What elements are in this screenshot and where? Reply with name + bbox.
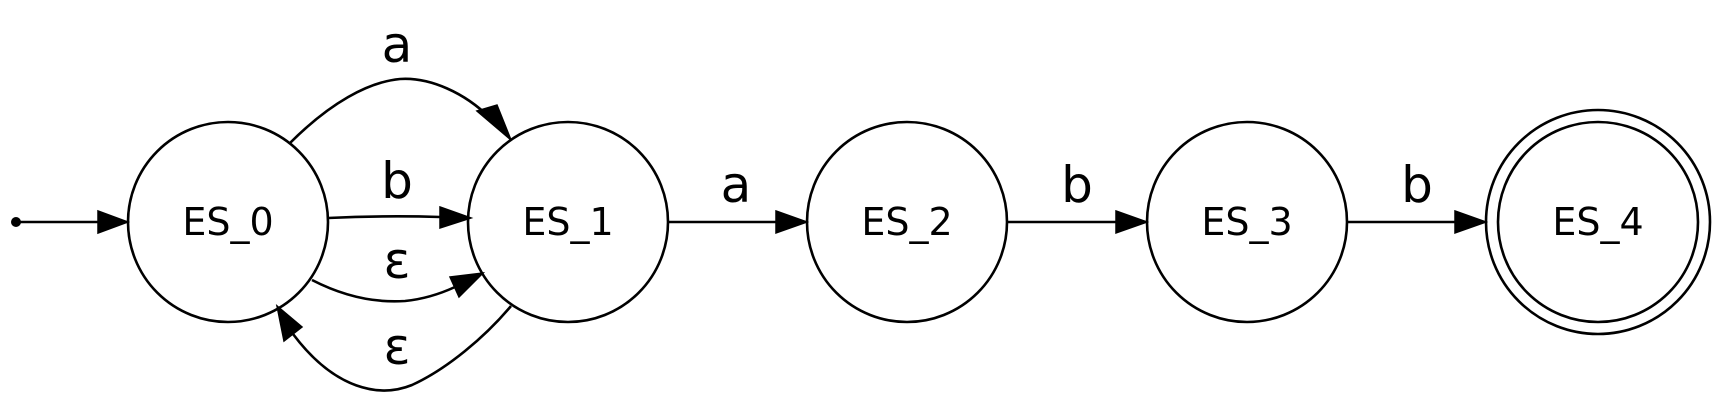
state-es-1[interactable]: ES_1 — [466, 120, 670, 324]
start-arrow-head — [97, 209, 131, 235]
transition-es3-es4-b-head — [1454, 209, 1489, 235]
transition-es0-es1-epsilon-label: ε — [383, 232, 410, 290]
state-es-4-label: ES_4 — [1552, 200, 1643, 244]
state-es-0-circle — [126, 120, 330, 324]
state-es-0-label: ES_0 — [182, 200, 273, 244]
transition-es3-es4-b[interactable]: b — [1347, 156, 1489, 235]
state-es-4-inner-circle — [1496, 120, 1700, 324]
state-es-2-label: ES_2 — [861, 200, 952, 244]
state-es-4[interactable]: ES_4 — [1484, 108, 1712, 336]
transition-es1-es2-a[interactable]: a — [668, 156, 810, 235]
transition-es0-es1-a[interactable]: a — [289, 16, 512, 144]
transition-es0-es1-b[interactable]: b — [327, 152, 474, 230]
state-es-3-label: ES_3 — [1201, 200, 1292, 244]
transition-es0-es1-b-label: b — [381, 152, 413, 210]
transition-es1-es0-epsilon-path — [291, 305, 512, 392]
transition-es1-es2-a-label: a — [721, 156, 752, 214]
transition-es2-es3-b-label: b — [1061, 156, 1093, 214]
state-es-1-label: ES_1 — [522, 200, 613, 244]
state-es-0[interactable]: ES_0 — [126, 120, 330, 324]
transition-es0-es1-epsilon-head — [448, 271, 486, 299]
transition-es0-es1-epsilon[interactable]: ε — [311, 232, 486, 303]
transition-es0-es1-b-head — [439, 205, 474, 230]
transition-es0-es1-epsilon-path — [311, 278, 456, 303]
transition-es2-es3-b-head — [1115, 209, 1150, 235]
transition-es1-es0-epsilon-label: ε — [383, 318, 410, 376]
transition-es3-es4-b-label: b — [1401, 156, 1433, 214]
state-es-3[interactable]: ES_3 — [1145, 120, 1349, 324]
transition-es1-es0-epsilon-head — [275, 304, 304, 343]
transition-es0-es1-a-head — [475, 104, 512, 141]
transition-es0-es1-b-path — [327, 215, 441, 220]
transition-es2-es3-b[interactable]: b — [1007, 156, 1150, 235]
state-es-2[interactable]: ES_2 — [805, 120, 1009, 324]
transition-es0-es1-a-path — [289, 77, 491, 144]
transition-es1-es0-epsilon[interactable]: ε — [275, 304, 512, 392]
transition-es1-es2-a-head — [775, 209, 810, 235]
transition-es0-es1-a-label: a — [382, 16, 413, 74]
